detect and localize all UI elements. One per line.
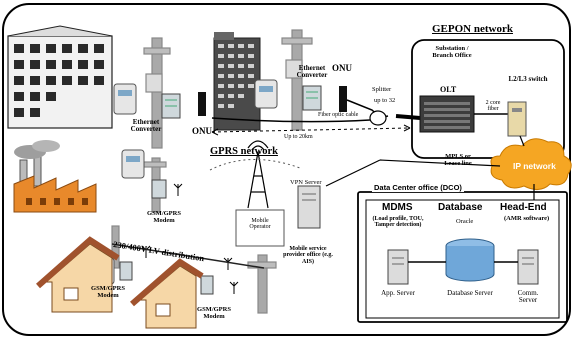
mobile-operator-building (235, 209, 285, 247)
energy-meter-icon (121, 149, 145, 179)
mpls-label: MPLS or Lease line (444, 153, 472, 167)
fiber-line (211, 117, 371, 123)
provider-office-label: Mobile service provider office (e.g. AIS… (283, 246, 333, 265)
vpn-server-label: VPN Server (290, 179, 322, 186)
office-tower-icon (213, 32, 261, 131)
onu-label: ONU (332, 63, 352, 73)
ip-network-cloud (490, 138, 572, 190)
database-desc: Oracle (456, 218, 474, 225)
gsm-modem-label: GSM/GPRS Modem (197, 306, 231, 320)
distance-label: Up to 20km (284, 134, 313, 140)
cell-tower-icon (247, 140, 269, 209)
comm-server-label: Comm. Server (517, 289, 539, 305)
onu-label: ONU (192, 126, 212, 136)
database-server-label: Database Server (447, 289, 493, 297)
gsm-modem-label: GSM/GPRS Modem (91, 285, 125, 299)
antenna-icon (141, 183, 239, 294)
house-icon (130, 258, 204, 329)
ethernet-converter-icon (161, 93, 181, 119)
vpn-server-icon (297, 185, 321, 229)
gsm-modem-icon (151, 179, 167, 199)
dco-inner-box (365, 199, 560, 319)
mdms-desc: (Load profile, TOU, Tamper detection) (372, 216, 424, 229)
utility-pole-icon (247, 254, 277, 314)
app-server-icon (387, 249, 409, 285)
fiber-cable-label: Fiber optic cable (318, 112, 359, 118)
gsm-modem-label: GSM/GPRS Modem (147, 210, 181, 224)
onu-device-icon (339, 86, 347, 112)
comm-server-icon (517, 249, 539, 285)
gsm-modem-icon (200, 275, 214, 295)
onu-device-icon (198, 92, 206, 116)
splitter-icon (369, 110, 387, 126)
fiber-label: 2 core fiber (485, 100, 501, 113)
utility-pole-icon (281, 29, 313, 131)
headend-desc: (AMR software) (504, 215, 550, 222)
mdms-title: MDMS (382, 202, 413, 213)
dco-title: Data Center office (DCO) (372, 183, 464, 192)
dco-box (357, 191, 568, 323)
ip-network-label: IP network (513, 161, 556, 171)
ethernet-converter-label: Ethernet Converter (130, 118, 162, 134)
olt-label: OLT (440, 85, 457, 94)
mobile-operator-label: Mobile Operator (249, 218, 271, 231)
splitter-ratio: up to 32 (374, 97, 396, 104)
apartment-building-icon (7, 25, 113, 129)
gprs-title: GPRS network (210, 146, 278, 157)
energy-meter-icon (254, 79, 278, 109)
lv-distribution-line (111, 243, 265, 269)
utility-pole-icon (143, 37, 171, 149)
house-icon (36, 236, 120, 313)
substation-box (411, 39, 565, 159)
utility-pole-icon (111, 225, 120, 269)
headend-title: Head-End (500, 202, 547, 213)
splitter-label: Splitter (372, 86, 392, 93)
l2-l3-switch-icon (507, 101, 527, 137)
fiber-line (395, 114, 421, 120)
database-cylinder-icon (445, 238, 495, 282)
ethernet-converter-label: Ethernet Converter (296, 64, 328, 80)
substation-label: Substation / Branch Office (432, 45, 472, 59)
energy-meter-icon (113, 83, 137, 115)
gsm-modem-icon (119, 261, 133, 281)
gepon-title: GEPON network (432, 23, 513, 35)
ethernet-converter-icon (302, 85, 322, 111)
app-server-label: App. Server (381, 289, 415, 297)
factory-icon (13, 140, 97, 213)
database-title: Database (438, 202, 483, 213)
olt-device-icon (419, 95, 475, 133)
switch-label: L2/L3 switch (508, 75, 548, 83)
